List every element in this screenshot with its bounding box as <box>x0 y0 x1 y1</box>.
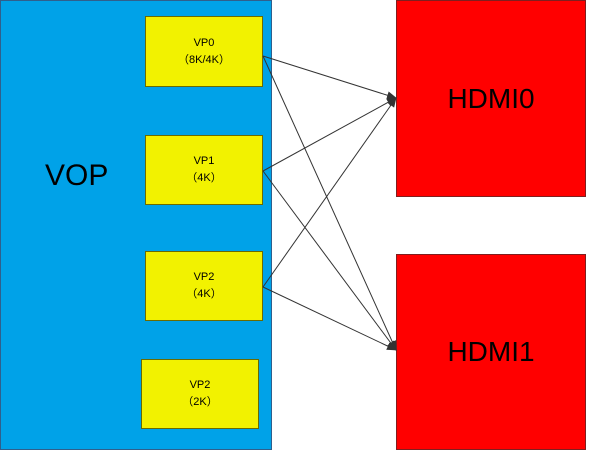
link-vp2-hdmi0 <box>262 97 397 288</box>
vp1-box: VP1 （4K） <box>145 135 263 205</box>
hdmi0-label: HDMI0 <box>447 82 535 114</box>
vp2-2k-box: VP2 （2K） <box>141 359 259 429</box>
link-vp2-hdmi1 <box>262 286 397 351</box>
vp1-resolution: （4K） <box>186 172 222 184</box>
vp2-2k-resolution: （2K） <box>182 396 218 408</box>
hdmi0-box: HDMI0 <box>396 0 586 197</box>
vp1-name: VP1 <box>193 155 215 167</box>
vp2-2k-name: VP2 <box>189 379 211 391</box>
link-vp0-hdmi1 <box>262 55 397 351</box>
link-vp0-hdmi0 <box>262 55 397 100</box>
link-vp1-hdmi0 <box>262 97 397 172</box>
vp0-box: VP0 （8K/4K） <box>145 16 263 87</box>
vop-label: VOP <box>45 159 109 192</box>
vp0-resolution: （8K/4K） <box>178 53 230 66</box>
vp2-4k-box: VP2 （4K） <box>145 251 263 321</box>
hdmi1-box: HDMI1 <box>396 254 586 450</box>
vp2-4k-resolution: （4K） <box>186 288 222 300</box>
vp2-4k-name: VP2 <box>193 271 215 283</box>
link-vp1-hdmi1 <box>262 170 397 351</box>
vp0-name: VP0 <box>193 36 215 49</box>
hdmi1-label: HDMI1 <box>447 336 535 367</box>
